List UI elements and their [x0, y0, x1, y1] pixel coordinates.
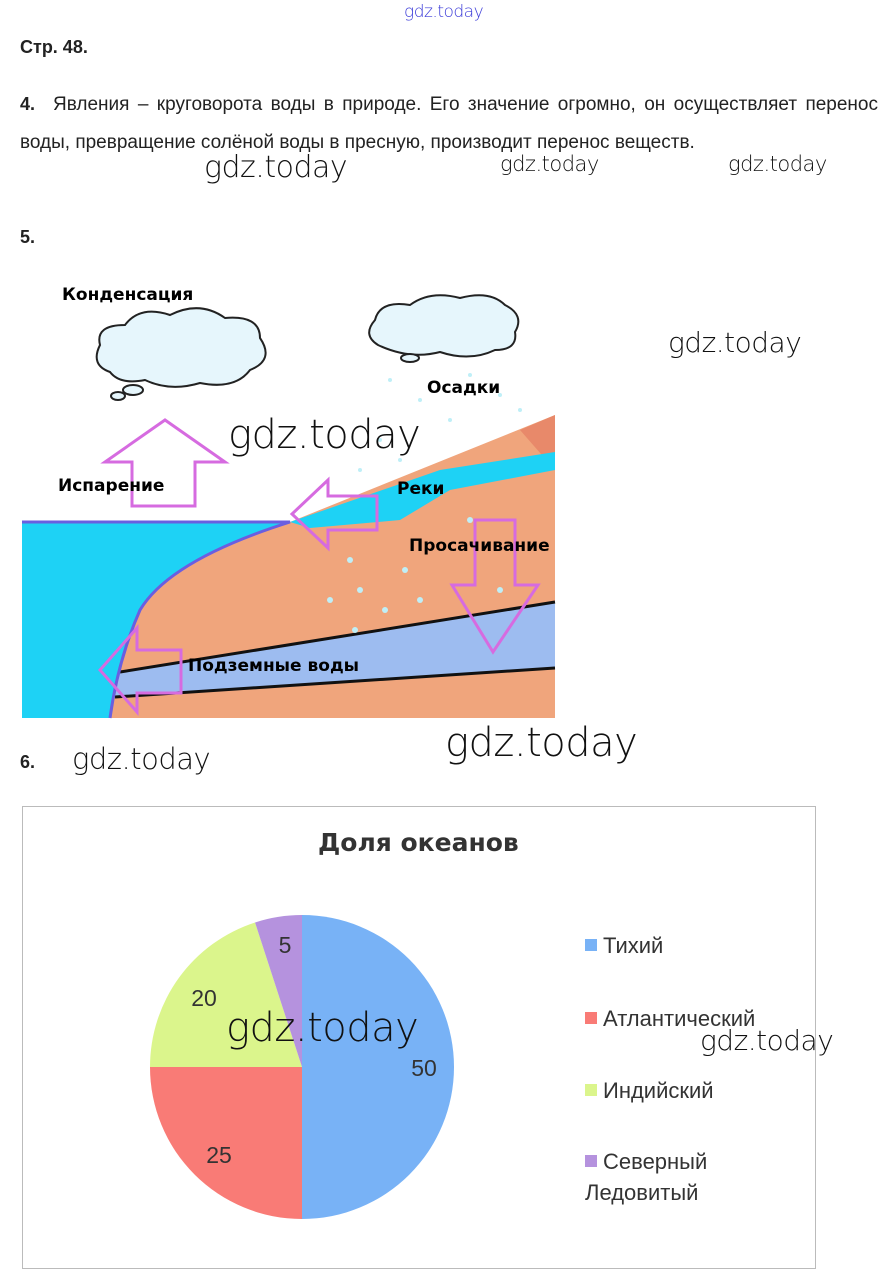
- watermark: gdz.today: [668, 326, 802, 359]
- watermark: gdz.today: [404, 2, 484, 22]
- pie-slice: [150, 922, 302, 1067]
- label-evaporation: Испарение: [58, 476, 164, 496]
- page-heading: Стр. 48.: [20, 37, 88, 57]
- infiltration-arrow: [449, 518, 541, 655]
- data-label: 5: [279, 932, 292, 958]
- legend-label: Тихий: [603, 933, 664, 958]
- legend-item: Северный Ледовитый: [585, 1146, 707, 1208]
- ocean: [22, 522, 290, 718]
- data-label: 25: [206, 1142, 232, 1168]
- label-condensation: Конденсация: [62, 285, 193, 305]
- watermark: gdz.today: [228, 412, 421, 458]
- label-groundwater: Подземные воды: [188, 656, 359, 676]
- groundwater-arrow: [98, 624, 183, 716]
- legend-swatch: [585, 1012, 597, 1024]
- cloud-icon: [95, 307, 267, 401]
- label-infiltration: Просачивание: [409, 536, 550, 556]
- watermark: gdz.today: [700, 1024, 834, 1057]
- watermark: gdz.today: [445, 720, 638, 766]
- pie-slice: [255, 915, 302, 1067]
- pie-slice: [302, 915, 454, 1219]
- cloud-icon: [368, 294, 520, 363]
- river-arrow: [289, 476, 379, 552]
- legend-item: Индийский: [585, 1075, 714, 1106]
- watermark: gdz.today: [728, 152, 827, 176]
- legend-swatch: [585, 1084, 597, 1096]
- pie-chart: [22, 806, 816, 1269]
- pie-slice: [150, 1067, 302, 1219]
- groundwater-layer: [115, 602, 555, 697]
- watermark: gdz.today: [204, 150, 348, 185]
- watermark: gdz.today: [72, 742, 211, 776]
- label-precipitation: Осадки: [427, 378, 500, 398]
- watermark: gdz.today: [226, 1005, 419, 1051]
- chart-title: Доля океанов: [318, 828, 519, 857]
- legend-label: Атлантический: [603, 1006, 756, 1031]
- legend-swatch: [585, 1155, 597, 1167]
- data-label: 50: [411, 1055, 437, 1081]
- task5-number: 5.: [20, 227, 36, 247]
- task6-number: 6.: [20, 752, 36, 772]
- evaporation-arrow: [100, 418, 230, 508]
- rain-drops: [327, 373, 522, 633]
- label-rivers: Реки: [397, 479, 444, 499]
- legend-item: Тихий: [585, 930, 663, 961]
- legend-label: Индийский: [603, 1078, 714, 1103]
- task4-paragraph: 4.Явления – круговорота воды в природе. …: [20, 85, 878, 162]
- legend-label: Северный Ледовитый: [585, 1149, 708, 1205]
- legend-swatch: [585, 939, 597, 951]
- legend-item: Атлантический: [585, 1003, 755, 1034]
- watermark: gdz.today: [500, 152, 599, 176]
- task4-number: 4.: [20, 94, 36, 114]
- data-label: 20: [191, 985, 217, 1011]
- task4-text: Явления – круговорота воды в природе. Ег…: [20, 94, 878, 153]
- water-cycle-diagram: Конденсация Осадки Испарение Реки Просач…: [22, 285, 556, 719]
- river: [290, 452, 555, 528]
